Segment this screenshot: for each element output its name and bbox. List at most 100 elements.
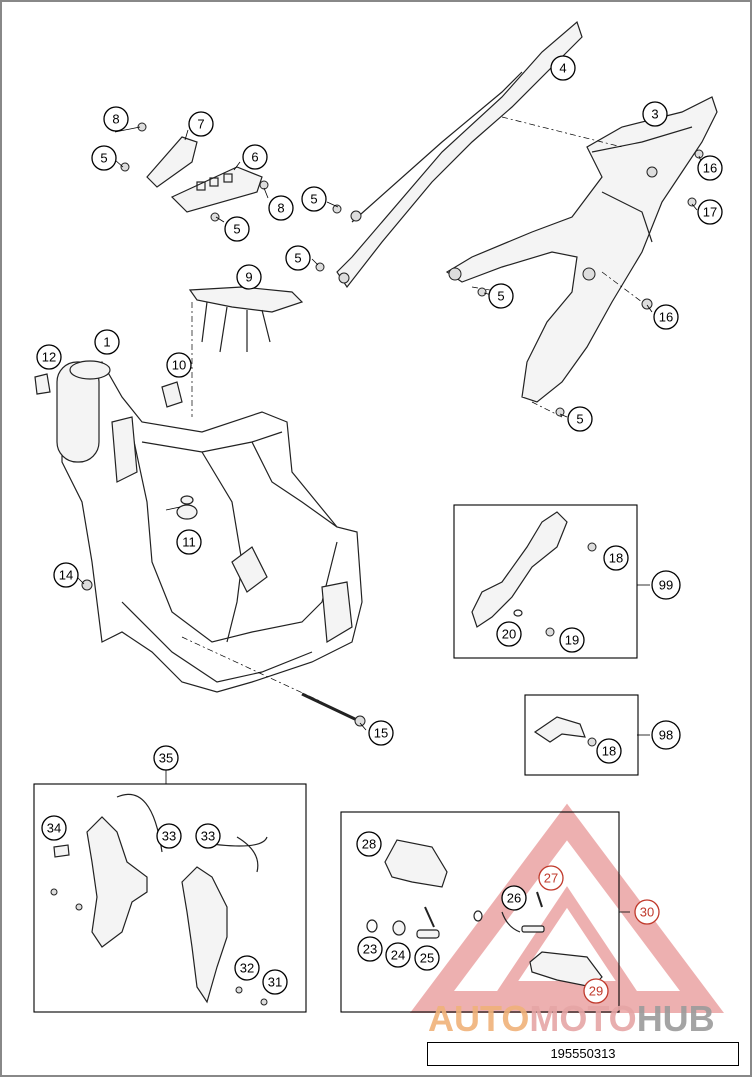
watermark-part-2: MOTO xyxy=(529,998,637,1039)
callout-5-e: 5 xyxy=(488,283,514,309)
svg-text:9: 9 xyxy=(245,270,252,285)
callout-33-a: 33 xyxy=(156,823,182,849)
svg-text:5: 5 xyxy=(100,151,107,166)
callout-6: 6 xyxy=(242,144,268,170)
svg-text:5: 5 xyxy=(294,251,301,266)
callout-28: 28 xyxy=(356,831,382,857)
svg-text:8: 8 xyxy=(112,112,119,127)
steering-head-tube xyxy=(56,361,100,463)
callout-25: 25 xyxy=(414,945,440,971)
callout-10: 10 xyxy=(166,352,192,378)
svg-text:35: 35 xyxy=(159,751,173,766)
svg-text:16: 16 xyxy=(659,310,673,325)
callout-23: 23 xyxy=(357,936,383,962)
svg-text:25: 25 xyxy=(420,951,434,966)
callouts: 1 3 4 5 5 5 5 5 5 6 7 8 8 9 10 11 12 14 … xyxy=(36,55,723,1004)
callout-5-f: 5 xyxy=(567,406,593,432)
main-frame xyxy=(56,360,363,693)
svg-text:11: 11 xyxy=(182,535,196,550)
box-35 xyxy=(33,783,307,1013)
swingarm-bolt-15 xyxy=(181,636,366,727)
callout-29: 29 xyxy=(583,978,609,1004)
callout-32: 32 xyxy=(234,955,260,981)
callout-8-b: 8 xyxy=(268,195,294,221)
callout-30: 30 xyxy=(634,899,660,925)
svg-text:30: 30 xyxy=(640,905,654,920)
svg-text:24: 24 xyxy=(391,948,405,963)
connector-12 xyxy=(34,373,51,395)
svg-text:15: 15 xyxy=(374,726,388,741)
callout-33-b: 33 xyxy=(195,823,221,849)
svg-text:5: 5 xyxy=(497,289,504,304)
svg-text:10: 10 xyxy=(172,358,186,373)
svg-text:17: 17 xyxy=(703,205,717,220)
callout-98: 98 xyxy=(651,720,681,750)
svg-text:20: 20 xyxy=(502,627,516,642)
callout-20: 20 xyxy=(496,621,522,647)
callout-17: 17 xyxy=(697,199,723,225)
svg-text:4: 4 xyxy=(559,61,566,76)
svg-text:34: 34 xyxy=(47,821,61,836)
callout-24: 24 xyxy=(385,942,411,968)
box-99 xyxy=(453,504,638,659)
box-98 xyxy=(524,694,639,776)
bolt-set xyxy=(81,122,704,591)
svg-text:14: 14 xyxy=(59,568,73,583)
callout-19: 19 xyxy=(559,627,585,653)
svg-text:29: 29 xyxy=(589,984,603,999)
subframe-upper-rail xyxy=(336,20,583,289)
svg-text:5: 5 xyxy=(233,222,240,237)
callout-34: 34 xyxy=(41,815,67,841)
svg-text:33: 33 xyxy=(201,829,215,844)
callout-99: 99 xyxy=(651,570,681,600)
callout-3: 3 xyxy=(642,101,668,127)
callout-5-b: 5 xyxy=(224,216,250,242)
callout-27: 27 xyxy=(538,865,564,891)
clip-10 xyxy=(161,381,183,408)
svg-text:16: 16 xyxy=(703,161,717,176)
svg-text:3: 3 xyxy=(651,107,658,122)
svg-text:18: 18 xyxy=(609,551,623,566)
svg-text:27: 27 xyxy=(544,871,558,886)
part-code-label: 195550313 xyxy=(427,1042,739,1066)
callout-15: 15 xyxy=(368,720,394,746)
callout-14: 14 xyxy=(53,562,79,588)
svg-text:33: 33 xyxy=(162,829,176,844)
svg-text:1: 1 xyxy=(103,335,110,350)
callout-31: 31 xyxy=(262,969,288,995)
subframe-side-plate xyxy=(445,96,718,403)
callout-18-b: 18 xyxy=(596,738,622,764)
watermark-part-3: HUB xyxy=(636,998,715,1039)
bushing-11 xyxy=(176,495,198,520)
svg-text:23: 23 xyxy=(363,942,377,957)
bracket-7 xyxy=(146,136,198,188)
callout-4: 4 xyxy=(550,55,576,81)
svg-text:5: 5 xyxy=(576,412,583,427)
svg-text:19: 19 xyxy=(565,633,579,648)
callout-16-b: 16 xyxy=(653,304,679,330)
svg-text:98: 98 xyxy=(659,728,673,743)
svg-text:18: 18 xyxy=(602,744,616,759)
bracket-6 xyxy=(170,166,263,213)
callout-5-a: 5 xyxy=(91,145,117,171)
holder-9 xyxy=(188,286,304,353)
callout-18-a: 18 xyxy=(603,545,629,571)
svg-text:26: 26 xyxy=(507,891,521,906)
callout-1: 1 xyxy=(94,329,120,355)
callout-16-a: 16 xyxy=(697,155,723,181)
svg-text:99: 99 xyxy=(659,578,673,593)
watermark-part-1: AUTO xyxy=(428,998,530,1039)
callout-5-c: 5 xyxy=(301,186,327,212)
callout-26: 26 xyxy=(501,885,527,911)
svg-text:7: 7 xyxy=(197,117,204,132)
svg-text:28: 28 xyxy=(362,837,376,852)
svg-text:5: 5 xyxy=(310,192,317,207)
callout-12: 12 xyxy=(36,344,62,370)
svg-text:31: 31 xyxy=(268,975,282,990)
callout-35: 35 xyxy=(153,745,179,771)
callout-11: 11 xyxy=(176,529,202,555)
svg-text:8: 8 xyxy=(277,201,284,216)
box-30 xyxy=(340,811,620,1013)
svg-text:6: 6 xyxy=(251,150,258,165)
